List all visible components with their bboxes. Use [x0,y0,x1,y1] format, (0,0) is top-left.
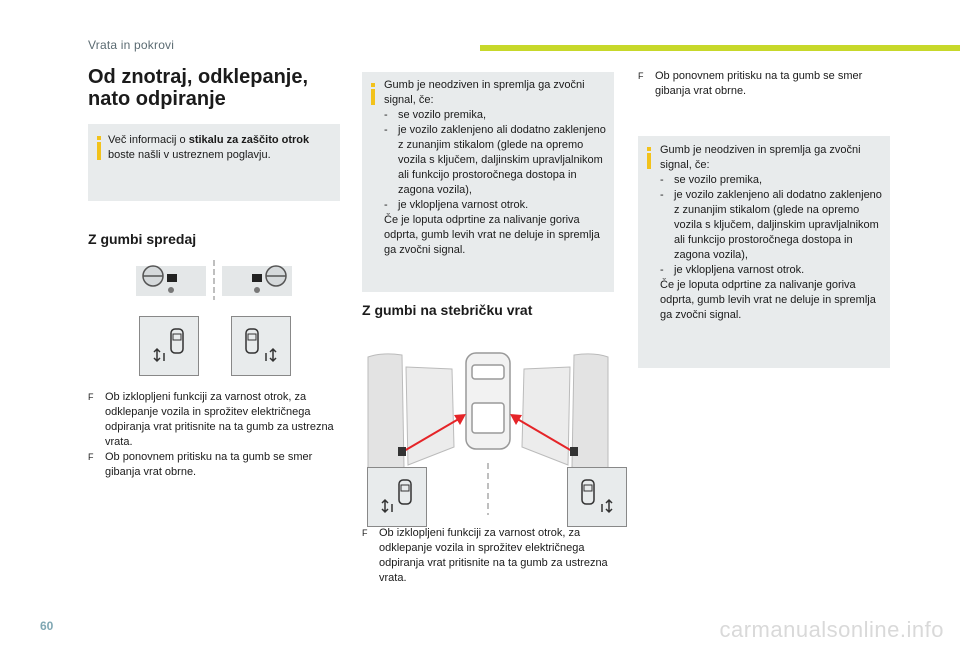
list-item: -je vklopljena varnost otrok. [384,199,529,211]
steering-wheel-icon [142,265,287,287]
page-title-line1: Od znotraj, odklepanje, [88,66,309,88]
list-item: -je vklopljena varnost otrok. [660,264,805,276]
page-title: Od znotraj, odklepanje, nato odpiranje [88,66,338,110]
list-item: -je vozilo zaklenjeno ali dodatno zaklen… [384,124,606,196]
page-number: 60 [40,619,54,633]
info-middle-outro: Če je loputa odprtine za nalivanje goriv… [384,214,600,256]
info-icon [371,83,375,105]
info-right-outro: Če je loputa odprtine za nalivanje goriv… [660,279,876,321]
info-icon [97,136,101,160]
vehicle-top-view [465,352,511,450]
header-accent-bar [480,45,960,51]
front-button-right [231,316,291,376]
section-header: Vrata in pokrovi [88,38,175,52]
sliding-door-left-icon [153,328,184,363]
section-title-pillar: Z gumbi na stebričku vrat [362,302,533,318]
list-item: -se vozilo premika, [384,109,487,121]
pillar-button-right [567,467,627,527]
sliding-door-left-icon [381,479,412,514]
sliding-door-right-icon [245,328,277,363]
info-middle-intro: Gumb je neodziven in spremlja ga zvočni … [384,79,585,106]
pointer-icon [168,287,260,293]
info-icon [647,147,651,169]
button-icon [167,274,262,282]
pillar-button-left [367,467,427,527]
info-left-text: Več informacij o stikalu za zaščito otro… [108,134,310,161]
footer-watermark: carmanualsonline.info [719,617,944,642]
dashboard-illustration [136,260,292,300]
door-frame-left [367,353,455,475]
info-left-link-text: stikalu za zaščito otrok [188,134,310,146]
door-frame-right [521,353,609,475]
arrow-icon [403,414,573,452]
list-item: -se vozilo premika, [660,174,763,186]
info-box-middle: Gumb je neodziven in spremlja ga zvočni … [362,72,614,292]
pillar-button-icon [398,447,578,456]
front-button-left [139,316,199,376]
section-title-front: Z gumbi spredaj [88,231,197,247]
page-title-line2: nato odpiranje [88,88,226,110]
sliding-door-right-icon [581,479,613,514]
info-box-right: Gumb je neodziven in spremlja ga zvočni … [638,136,890,368]
info-box-left: Več informacij o stikalu za zaščito otro… [88,124,340,201]
list-item: -je vozilo zaklenjeno ali dodatno zaklen… [660,189,882,261]
info-right-intro: Gumb je neodziven in spremlja ga zvočni … [660,144,861,171]
